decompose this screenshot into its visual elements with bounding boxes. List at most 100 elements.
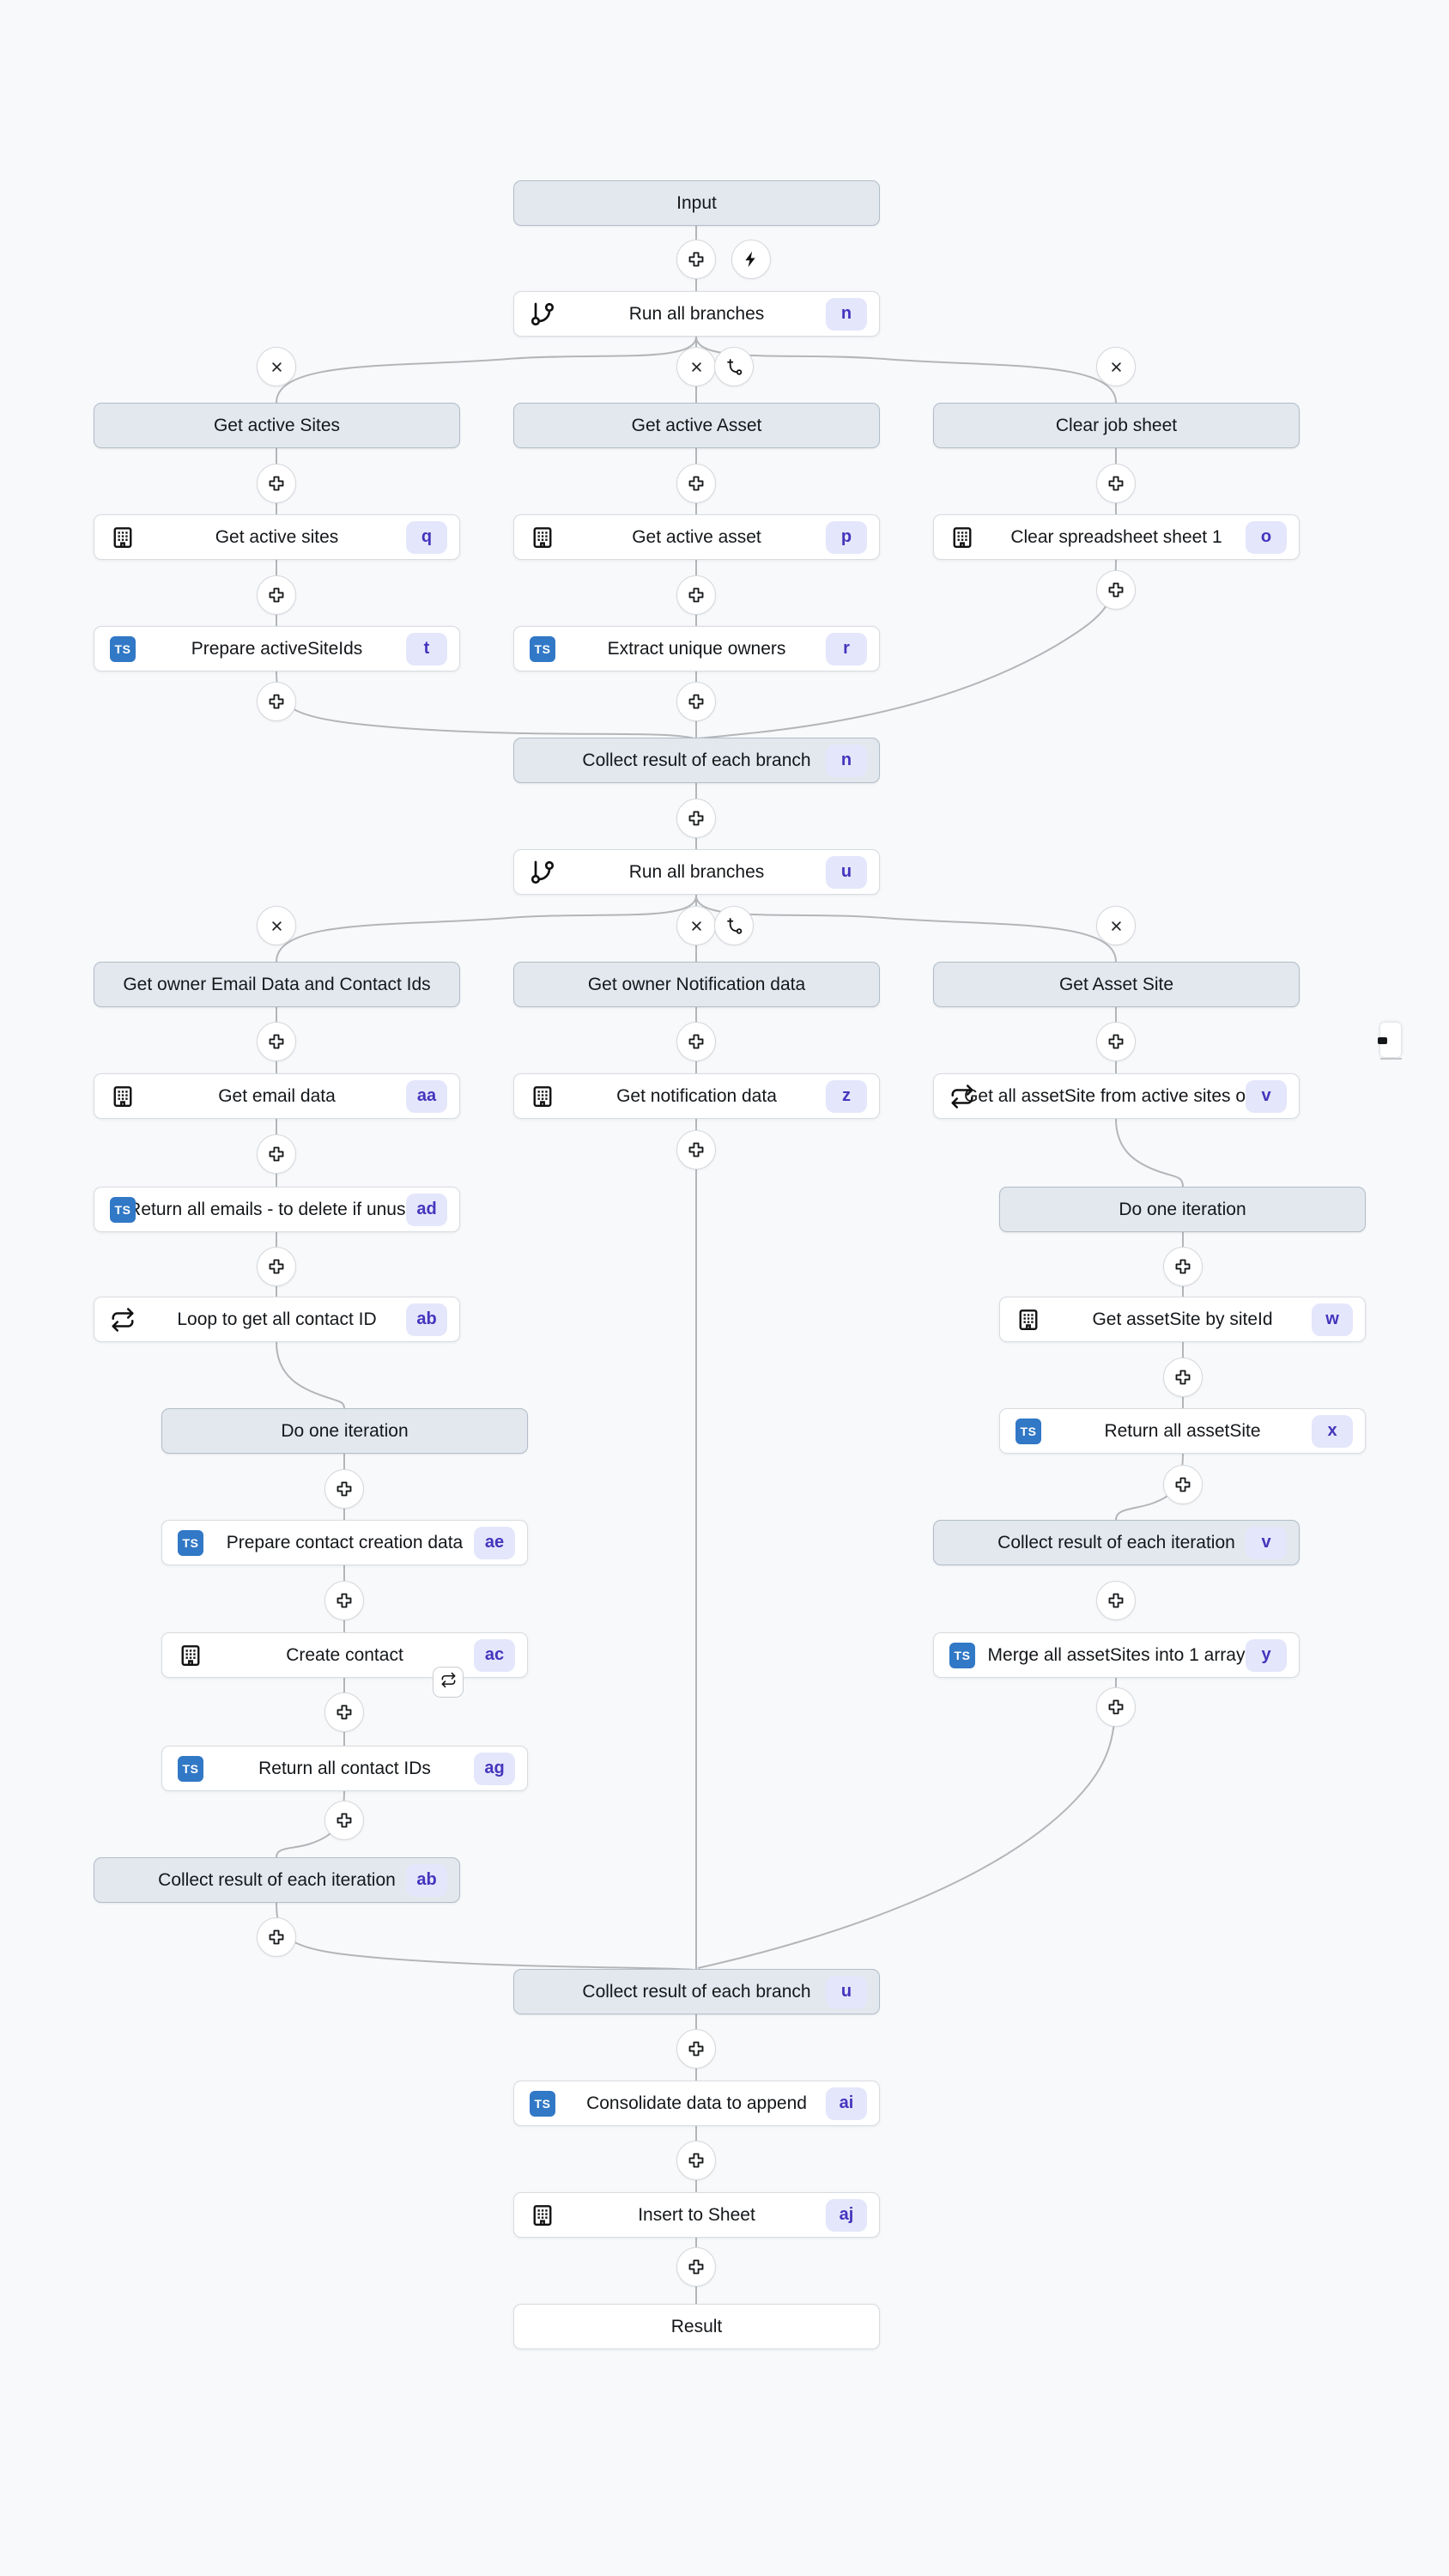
- plus-icon: [267, 1928, 286, 1947]
- node-prepare-activesiteids[interactable]: TS Prepare activeSiteIds t: [94, 626, 460, 671]
- remove-branch-button[interactable]: [676, 347, 716, 386]
- insert-step-button[interactable]: [1096, 1581, 1136, 1620]
- node-collect-iter-left[interactable]: Collect result of each iteration ab: [94, 1857, 460, 1903]
- node-do-one-iteration-right[interactable]: Do one iteration: [999, 1187, 1366, 1232]
- insert-step-button[interactable]: [257, 1134, 296, 1174]
- node-label: Consolidate data to append: [586, 2093, 807, 2113]
- insert-step-button[interactable]: [1096, 570, 1136, 610]
- node-loop-contact-id[interactable]: Loop to get all contact ID ab: [94, 1297, 460, 1342]
- run-trigger-button[interactable]: [731, 240, 771, 279]
- building-icon: [108, 1082, 137, 1111]
- retry-icon: [440, 1672, 457, 1692]
- plus-icon: [335, 1479, 354, 1498]
- insert-step-button[interactable]: [676, 464, 716, 503]
- node-get-all-assetsite[interactable]: Get all assetSite from active sites only…: [933, 1073, 1300, 1119]
- node-branch-get-active-asset[interactable]: Get active Asset: [513, 403, 880, 448]
- plus-icon: [687, 250, 706, 269]
- insert-step-button[interactable]: [257, 1247, 296, 1286]
- insert-step-button[interactable]: [324, 1692, 364, 1732]
- plus-icon: [1106, 1698, 1125, 1716]
- insert-step-button[interactable]: [676, 575, 716, 615]
- insert-step-button[interactable]: [1096, 1687, 1136, 1727]
- insert-step-button[interactable]: [257, 464, 296, 503]
- node-insert-to-sheet[interactable]: Insert to Sheet aj: [513, 2192, 880, 2238]
- node-label: Prepare activeSiteIds: [191, 638, 363, 659]
- insert-step-button[interactable]: [676, 2029, 716, 2069]
- node-branch-owner-email[interactable]: Get owner Email Data and Contact Ids: [94, 962, 460, 1007]
- node-return-all-emails[interactable]: TS Return all emails - to delete if unus…: [94, 1187, 460, 1232]
- add-branch-button[interactable]: [714, 906, 754, 945]
- insert-step-button[interactable]: [676, 240, 716, 279]
- node-collect-branch-2[interactable]: Collect result of each branch u: [513, 1969, 880, 2014]
- node-prepare-contact-creation[interactable]: TS Prepare contact creation data ae: [161, 1520, 528, 1565]
- node-return-contact-ids[interactable]: TS Return all contact IDs ag: [161, 1746, 528, 1791]
- node-branch-get-active-sites[interactable]: Get active Sites: [94, 403, 460, 448]
- node-branch-clear-job-sheet[interactable]: Clear job sheet: [933, 403, 1300, 448]
- node-get-active-sites[interactable]: Get active sites q: [94, 514, 460, 560]
- node-collect-branch-1[interactable]: Collect result of each branch n: [513, 738, 880, 783]
- insert-step-button[interactable]: [257, 682, 296, 721]
- remove-branch-button[interactable]: [1096, 906, 1136, 945]
- insert-step-button[interactable]: [1163, 1247, 1203, 1286]
- node-collect-iter-right[interactable]: Collect result of each iteration v: [933, 1520, 1300, 1565]
- insert-step-button[interactable]: [676, 2247, 716, 2287]
- insert-step-button[interactable]: [676, 682, 716, 721]
- insert-step-button[interactable]: [324, 1581, 364, 1620]
- node-id-badge: o: [1246, 520, 1287, 554]
- minimap-viewport-marker: [1378, 1037, 1387, 1044]
- node-label: Prepare contact creation data: [226, 1532, 464, 1552]
- node-run-all-branches-2[interactable]: Run all branches u: [513, 849, 880, 895]
- insert-step-button[interactable]: [257, 1022, 296, 1061]
- node-get-assetsite-by-siteid[interactable]: Get assetSite by siteId w: [999, 1297, 1366, 1342]
- insert-step-button[interactable]: [1096, 1022, 1136, 1061]
- insert-step-button[interactable]: [1163, 1465, 1203, 1504]
- node-merge-assetsites[interactable]: TS Merge all assetSites into 1 array y: [933, 1632, 1300, 1678]
- node-do-one-iteration-left[interactable]: Do one iteration: [161, 1408, 528, 1454]
- remove-branch-button[interactable]: [257, 347, 296, 386]
- node-label: Extract unique owners: [607, 638, 786, 659]
- node-return-all-assetsite[interactable]: TS Return all assetSite x: [999, 1408, 1366, 1454]
- node-get-notification-data[interactable]: Get notification data z: [513, 1073, 880, 1119]
- insert-step-button[interactable]: [676, 1022, 716, 1061]
- node-branch-owner-notification[interactable]: Get owner Notification data: [513, 962, 880, 1007]
- connector: [276, 671, 695, 739]
- node-id-badge: ab: [406, 1863, 447, 1897]
- remove-branch-button[interactable]: [676, 906, 716, 945]
- plus-icon: [687, 1032, 706, 1051]
- retry-badge[interactable]: [433, 1667, 464, 1698]
- node-label: Do one iteration: [281, 1420, 409, 1441]
- node-id-badge: t: [406, 632, 447, 665]
- node-consolidate-data[interactable]: TS Consolidate data to append ai: [513, 2081, 880, 2126]
- node-create-contact[interactable]: Create contact ac: [161, 1632, 528, 1678]
- insert-step-button[interactable]: [1163, 1358, 1203, 1397]
- node-run-all-branches-1[interactable]: Run all branches n: [513, 291, 880, 337]
- connector: [276, 1902, 695, 1971]
- insert-step-button[interactable]: [676, 1130, 716, 1170]
- insert-step-button[interactable]: [1096, 464, 1136, 503]
- node-get-email-data[interactable]: Get email data aa: [94, 1073, 460, 1119]
- node-branch-get-asset-site[interactable]: Get Asset Site: [933, 962, 1300, 1007]
- node-input[interactable]: Input: [513, 180, 880, 226]
- typescript-icon: TS: [528, 635, 557, 664]
- remove-branch-button[interactable]: [257, 906, 296, 945]
- node-result[interactable]: Result: [513, 2304, 880, 2349]
- insert-step-button[interactable]: [324, 1469, 364, 1509]
- typescript-icon: TS: [108, 1195, 137, 1224]
- insert-step-button[interactable]: [676, 799, 716, 838]
- node-id-badge: ab: [406, 1303, 447, 1336]
- remove-branch-button[interactable]: [1096, 347, 1136, 386]
- insert-step-button[interactable]: [676, 2141, 716, 2180]
- insert-step-button[interactable]: [257, 575, 296, 615]
- node-label: Get active Asset: [631, 415, 762, 435]
- insert-step-button[interactable]: [324, 1801, 364, 1840]
- node-label: Get email data: [218, 1085, 336, 1106]
- add-branch-button[interactable]: [714, 347, 754, 386]
- node-label: Clear job sheet: [1055, 415, 1178, 435]
- node-get-active-asset[interactable]: Get active asset p: [513, 514, 880, 560]
- insert-step-button[interactable]: [257, 1917, 296, 1957]
- close-icon: [688, 917, 706, 935]
- node-clear-spreadsheet-sheet-1[interactable]: Clear spreadsheet sheet 1 o: [933, 514, 1300, 560]
- node-extract-unique-owners[interactable]: TS Extract unique owners r: [513, 626, 880, 671]
